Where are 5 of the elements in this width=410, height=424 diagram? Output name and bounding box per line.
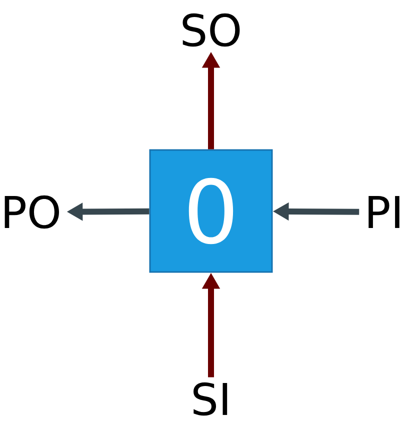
signal-label: SO — [182, 13, 240, 47]
signal-label: PI — [368, 196, 400, 228]
signal-label: SI — [194, 382, 228, 416]
signal-label: PO — [4, 195, 59, 229]
register-box: 0 — [149, 149, 273, 273]
